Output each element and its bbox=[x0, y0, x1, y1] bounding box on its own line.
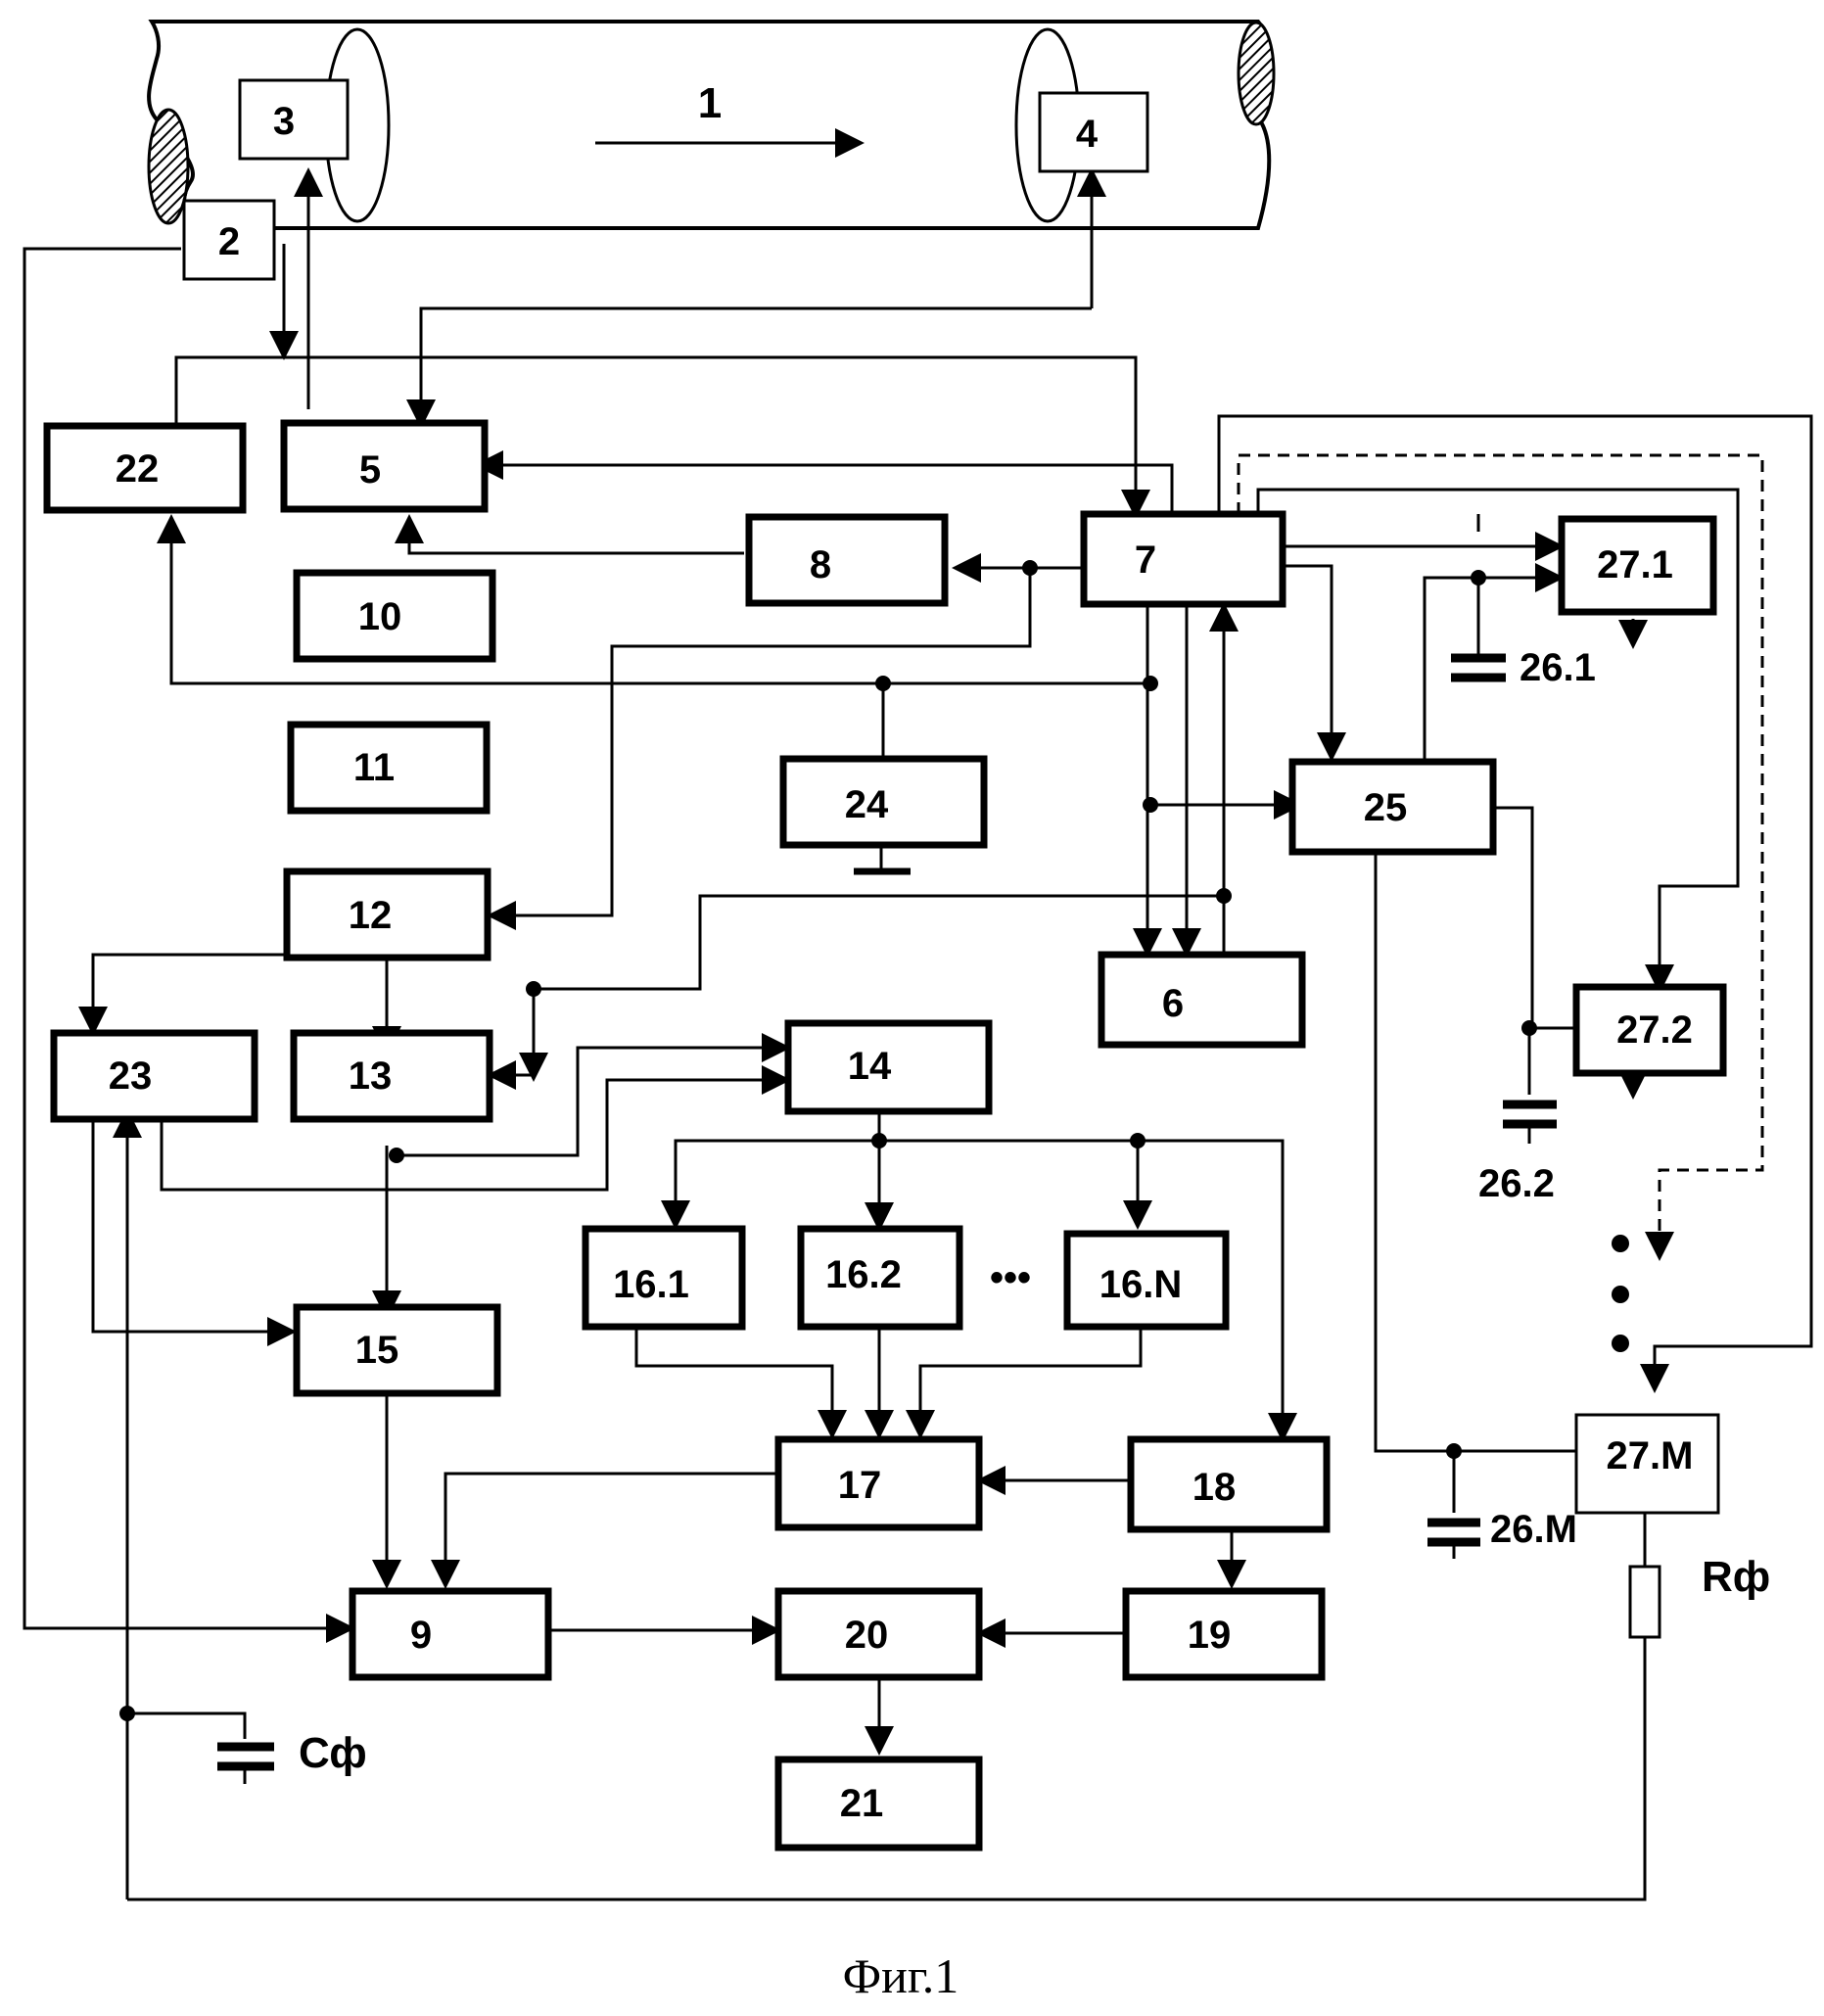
svg-text:5: 5 bbox=[359, 448, 381, 492]
capacitor-26-m: 26.M bbox=[1427, 1508, 1577, 1559]
block-22: 22 bbox=[47, 426, 243, 510]
svg-text:12: 12 bbox=[349, 894, 393, 937]
block-16-1: 16.1 bbox=[585, 1229, 742, 1327]
block-21: 21 bbox=[778, 1759, 979, 1848]
ellipsis-horizontal: ••• bbox=[990, 1256, 1031, 1299]
figure-caption: Фиг.1 bbox=[843, 1948, 959, 2003]
block-27-m: 27.M bbox=[1576, 1415, 1718, 1513]
block-13: 13 bbox=[294, 1033, 490, 1119]
svg-text:8: 8 bbox=[810, 543, 831, 586]
block-12: 12 bbox=[287, 871, 488, 958]
block-27-2: 27.2 bbox=[1576, 987, 1723, 1073]
svg-text:22: 22 bbox=[116, 447, 160, 491]
svg-text:Сф: Сф bbox=[299, 1729, 367, 1777]
pipe-end-right bbox=[1239, 23, 1274, 124]
svg-text:20: 20 bbox=[845, 1614, 889, 1657]
block-15: 15 bbox=[297, 1307, 497, 1393]
svg-text:Rф: Rф bbox=[1702, 1553, 1770, 1601]
block-7: 7 bbox=[1084, 514, 1283, 604]
svg-text:27.1: 27.1 bbox=[1597, 543, 1673, 586]
block-27-1: 27.1 bbox=[1562, 519, 1713, 612]
resistor-rf: Rф bbox=[1630, 1553, 1770, 1637]
svg-text:15: 15 bbox=[355, 1329, 399, 1372]
svg-text:27.M: 27.M bbox=[1607, 1434, 1694, 1477]
svg-text:13: 13 bbox=[349, 1055, 393, 1098]
block-25: 25 bbox=[1292, 762, 1493, 852]
capacitor-cf: Сф bbox=[217, 1729, 367, 1784]
block-19: 19 bbox=[1126, 1591, 1322, 1677]
svg-text:24: 24 bbox=[845, 783, 889, 826]
svg-text:26.1: 26.1 bbox=[1520, 646, 1596, 689]
svg-text:19: 19 bbox=[1188, 1614, 1232, 1657]
block-14: 14 bbox=[788, 1023, 989, 1111]
svg-text:26.2: 26.2 bbox=[1478, 1162, 1555, 1205]
block-9: 9 bbox=[352, 1591, 548, 1677]
svg-text:16.2: 16.2 bbox=[825, 1253, 902, 1296]
block-20: 20 bbox=[778, 1591, 979, 1677]
svg-text:21: 21 bbox=[840, 1782, 884, 1825]
svg-text:7: 7 bbox=[1135, 539, 1156, 582]
pipe-end-left bbox=[149, 110, 188, 223]
svg-text:14: 14 bbox=[848, 1045, 892, 1088]
block-6: 6 bbox=[1101, 955, 1302, 1045]
block-8: 8 bbox=[749, 517, 945, 603]
capacitor-26-2: 26.2 bbox=[1478, 1104, 1557, 1205]
block-5: 5 bbox=[284, 423, 485, 509]
block-4: 4 bbox=[1040, 93, 1147, 171]
svg-text:10: 10 bbox=[358, 595, 402, 638]
svg-text:9: 9 bbox=[410, 1614, 432, 1657]
svg-text:2: 2 bbox=[218, 220, 240, 263]
svg-text:18: 18 bbox=[1193, 1466, 1237, 1509]
svg-text:4: 4 bbox=[1076, 113, 1099, 156]
svg-text:17: 17 bbox=[838, 1464, 882, 1507]
ground-symbol-24 bbox=[854, 845, 911, 871]
svg-text:3: 3 bbox=[273, 100, 295, 143]
block-17: 17 bbox=[778, 1439, 979, 1527]
svg-text:16.N: 16.N bbox=[1099, 1263, 1183, 1306]
block-18: 18 bbox=[1131, 1439, 1327, 1529]
svg-text:27.2: 27.2 bbox=[1616, 1008, 1693, 1052]
svg-text:11: 11 bbox=[353, 746, 395, 789]
svg-text:25: 25 bbox=[1364, 786, 1408, 829]
block-16-n: 16.N bbox=[1067, 1234, 1226, 1327]
block-3: 3 bbox=[240, 80, 348, 159]
ellipsis-vertical bbox=[1612, 1235, 1629, 1352]
block-16-2: 16.2 bbox=[801, 1229, 959, 1327]
block-10: 10 bbox=[297, 573, 492, 659]
svg-text:26.M: 26.M bbox=[1490, 1508, 1577, 1551]
svg-text:6: 6 bbox=[1162, 982, 1184, 1025]
svg-text:16.1: 16.1 bbox=[613, 1263, 689, 1306]
block-23: 23 bbox=[54, 1033, 255, 1119]
block-11: 11 bbox=[291, 725, 487, 811]
pipe-label: 1 bbox=[698, 79, 722, 127]
svg-text:23: 23 bbox=[109, 1055, 153, 1098]
block-24: 24 bbox=[783, 759, 984, 845]
block-2: 2 bbox=[184, 201, 274, 279]
